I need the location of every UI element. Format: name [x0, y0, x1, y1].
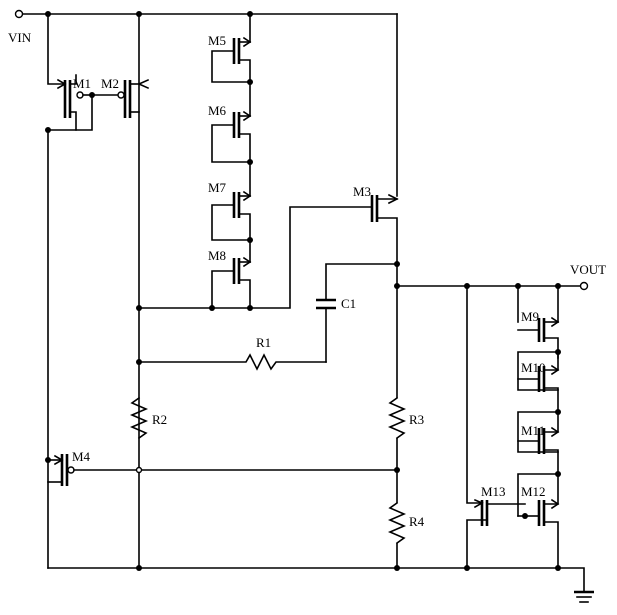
vin-terminal[interactable]	[14, 9, 24, 19]
vout-terminal[interactable]	[579, 281, 589, 291]
capacitor-c1: C1	[316, 263, 398, 363]
transistor-m8: M8	[208, 248, 252, 309]
output-stack: M9 M10 M11 M12	[517, 285, 560, 569]
resistor-r1: R1	[138, 335, 327, 371]
transistor-m9: M9	[517, 285, 560, 353]
m5-label: M5	[208, 33, 226, 48]
c1-label: C1	[341, 296, 356, 311]
m3-gate-wire	[138, 206, 373, 309]
transistor-m3: M3	[353, 13, 399, 569]
r2-label: R2	[152, 412, 167, 427]
transistor-m13: M13	[466, 285, 526, 569]
m3-label: M3	[353, 184, 371, 199]
m10-label: M10	[521, 360, 546, 375]
m1-drain-wire	[47, 94, 93, 569]
m13-label: M13	[481, 484, 506, 499]
transistor-m7: M7	[208, 180, 252, 241]
transistor-m10: M10	[517, 351, 560, 413]
m4-label: M4	[72, 449, 91, 464]
vin-label: VIN	[8, 30, 32, 45]
m11-label: M11	[521, 423, 545, 438]
resistor-r4: R4	[387, 501, 425, 545]
vout-label: VOUT	[570, 262, 606, 277]
m2-label: M2	[101, 76, 119, 91]
resistor-r2: R2	[129, 396, 167, 440]
vin-rail: VIN	[8, 9, 398, 45]
junction-dots	[45, 11, 561, 571]
transistor-m4: M4	[47, 449, 398, 486]
m1-label: M1	[73, 76, 91, 91]
transistor-m5: M5	[208, 33, 252, 83]
transistor-m1: M1	[47, 13, 93, 131]
transistor-m12: M12	[517, 473, 560, 569]
m7-label: M7	[208, 180, 227, 195]
transistor-m6: M6	[208, 103, 252, 163]
r1-label: R1	[256, 335, 271, 350]
crossover-mark	[135, 466, 143, 474]
diode-stack: M5 M6 M7 M8	[208, 13, 252, 309]
transistor-m11: M11	[517, 411, 560, 475]
resistor-r3: R3	[387, 396, 424, 440]
m9-label: M9	[521, 309, 539, 324]
r3-label: R3	[409, 412, 424, 427]
m6-label: M6	[208, 103, 227, 118]
m8-label: M8	[208, 248, 226, 263]
ground-rail	[47, 567, 594, 603]
r4-label: R4	[409, 514, 425, 529]
m12-label: M12	[521, 484, 546, 499]
